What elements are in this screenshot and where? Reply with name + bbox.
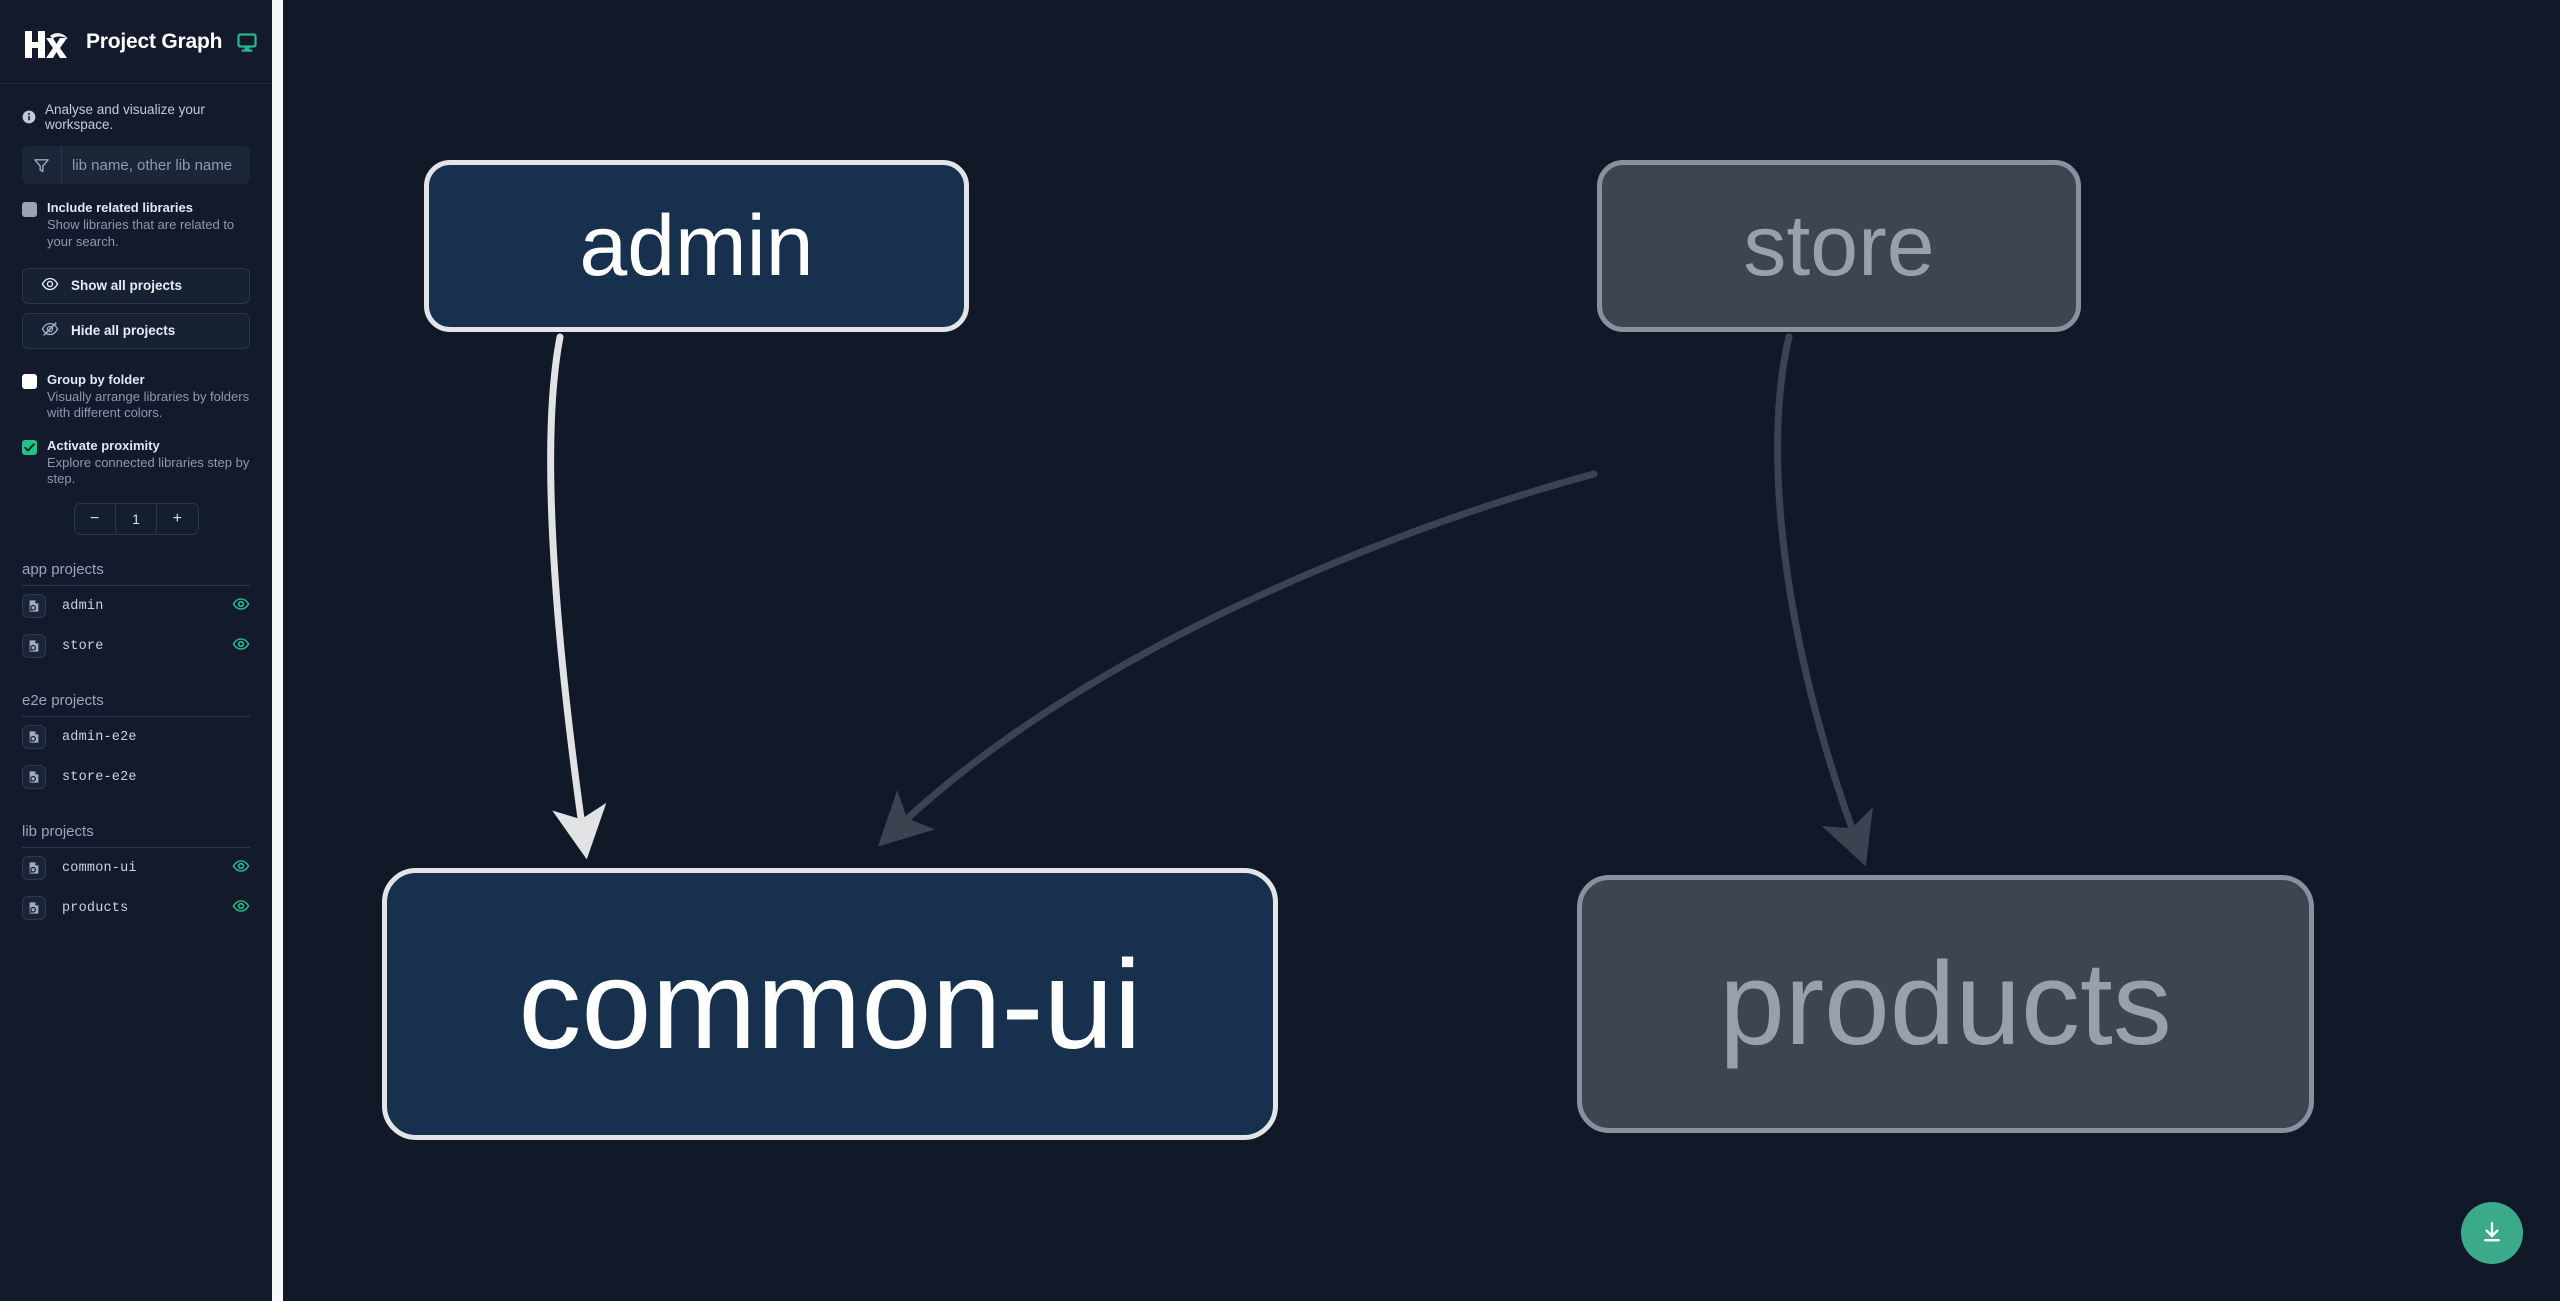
project-name-admin-e2e: admin-e2e xyxy=(62,729,137,745)
project-row-store-e2e[interactable]: store-e2e xyxy=(22,757,250,797)
activate-proximity-label: Activate proximity xyxy=(47,437,160,453)
sidebar-subtitle: Analyse and visualize your workspace. xyxy=(0,84,272,146)
project-row-admin-e2e[interactable]: admin-e2e xyxy=(22,717,250,757)
graph-node-common-ui[interactable]: common-ui xyxy=(382,868,1278,1140)
include-related-checkbox[interactable] xyxy=(22,202,37,217)
graph-node-admin-label: admin xyxy=(579,197,814,294)
show-all-projects-label: Show all projects xyxy=(71,278,183,294)
hide-all-projects-button[interactable]: Hide all projects xyxy=(22,312,250,349)
project-row-common-ui[interactable]: common-ui xyxy=(22,848,250,888)
proximity-increment-button[interactable]: + xyxy=(172,510,182,528)
check-icon xyxy=(24,442,35,452)
filter-icon xyxy=(22,146,62,184)
proximity-value: 1 xyxy=(114,504,158,535)
show-all-projects-button[interactable]: Show all projects xyxy=(22,267,250,304)
option-activate-proximity[interactable]: Activate proximity Explore connected lib… xyxy=(22,432,250,488)
project-group-e2e-title: e2e projects xyxy=(22,692,250,718)
sidebar-body: Include related libraries Show libraries… xyxy=(0,146,272,928)
hide-all-projects-label: Hide all projects xyxy=(71,323,176,339)
graph-node-common-ui-label: common-ui xyxy=(518,933,1142,1075)
sidebar-resize-divider[interactable] xyxy=(272,0,283,1301)
graph-node-admin[interactable]: admin xyxy=(424,160,969,332)
proximity-decrement-button[interactable]: − xyxy=(89,510,100,528)
app-file-icon xyxy=(22,725,46,750)
include-related-label: Include related libraries xyxy=(47,200,193,215)
app-file-icon xyxy=(22,856,46,881)
edge-store-to-products xyxy=(1774,333,1873,867)
group-by-folder-label: Group by folder xyxy=(47,371,145,387)
nx-logo-icon xyxy=(22,25,70,59)
app-file-icon xyxy=(22,765,46,790)
search-box[interactable] xyxy=(22,146,250,184)
app-file-icon xyxy=(22,896,46,921)
project-row-products[interactable]: products xyxy=(22,888,250,928)
sidebar-header: Project Graph xyxy=(0,0,272,84)
graph-edges xyxy=(547,333,1873,867)
graph-canvas[interactable]: admin store common-ui products xyxy=(272,0,2560,1301)
graph-node-store[interactable]: store xyxy=(1597,160,2081,332)
include-related-description: Show libraries that are related to your … xyxy=(47,217,235,249)
proximity-stepper[interactable]: − 1 + xyxy=(73,503,199,536)
option-include-related-libraries[interactable]: Include related libraries Show libraries… xyxy=(22,194,250,250)
project-name-store: store xyxy=(62,638,104,654)
app-file-icon xyxy=(22,634,46,659)
project-visibility-eye-icon-store[interactable] xyxy=(232,635,250,658)
sidebar: Project Graph Analyse and visualize your… xyxy=(0,0,272,1301)
project-visibility-eye-icon-common-ui[interactable] xyxy=(232,857,250,880)
search-input[interactable] xyxy=(62,146,250,184)
project-group-e2e: e2e projects admin-e2e xyxy=(22,692,250,797)
project-visibility-eye-icon-products[interactable] xyxy=(232,897,250,920)
graph-node-store-label: store xyxy=(1743,197,1935,294)
project-group-lib-title: lib projects xyxy=(22,823,250,849)
eye-icon xyxy=(41,275,59,296)
info-icon xyxy=(22,110,36,124)
graph-node-products[interactable]: products xyxy=(1577,875,2314,1133)
project-name-common-ui: common-ui xyxy=(62,860,137,876)
app-file-icon xyxy=(22,594,46,619)
project-name-admin: admin xyxy=(62,598,104,614)
project-group-lib: lib projects common-ui xyxy=(22,823,250,928)
download-icon xyxy=(2479,1219,2505,1248)
edge-store-to-common-ui xyxy=(877,470,1598,847)
project-group-app-title: app projects xyxy=(22,561,250,587)
edge-admin-to-common-ui xyxy=(547,333,607,860)
page-title: Project Graph xyxy=(86,29,223,53)
project-group-app: app projects admin xyxy=(22,561,250,666)
project-row-store[interactable]: store xyxy=(22,626,250,666)
group-by-folder-checkbox[interactable] xyxy=(22,373,37,389)
project-name-products: products xyxy=(62,900,129,916)
activate-proximity-checkbox[interactable] xyxy=(22,439,37,455)
project-name-store-e2e: store-e2e xyxy=(62,769,137,785)
group-by-folder-description: Visually arrange libraries by folders wi… xyxy=(47,389,250,421)
graph-node-products-label: products xyxy=(1719,938,2172,1070)
monitor-icon[interactable] xyxy=(236,31,258,53)
sidebar-subtitle-text: Analyse and visualize your workspace. xyxy=(45,102,205,132)
project-row-admin[interactable]: admin xyxy=(22,586,250,626)
project-visibility-eye-icon-admin[interactable] xyxy=(232,595,250,618)
activate-proximity-description: Explore connected libraries step by step… xyxy=(47,454,250,486)
download-graph-button[interactable] xyxy=(2461,1202,2523,1264)
eye-off-icon xyxy=(41,320,59,341)
option-group-by-folder[interactable]: Group by folder Visually arrange librari… xyxy=(22,366,250,422)
